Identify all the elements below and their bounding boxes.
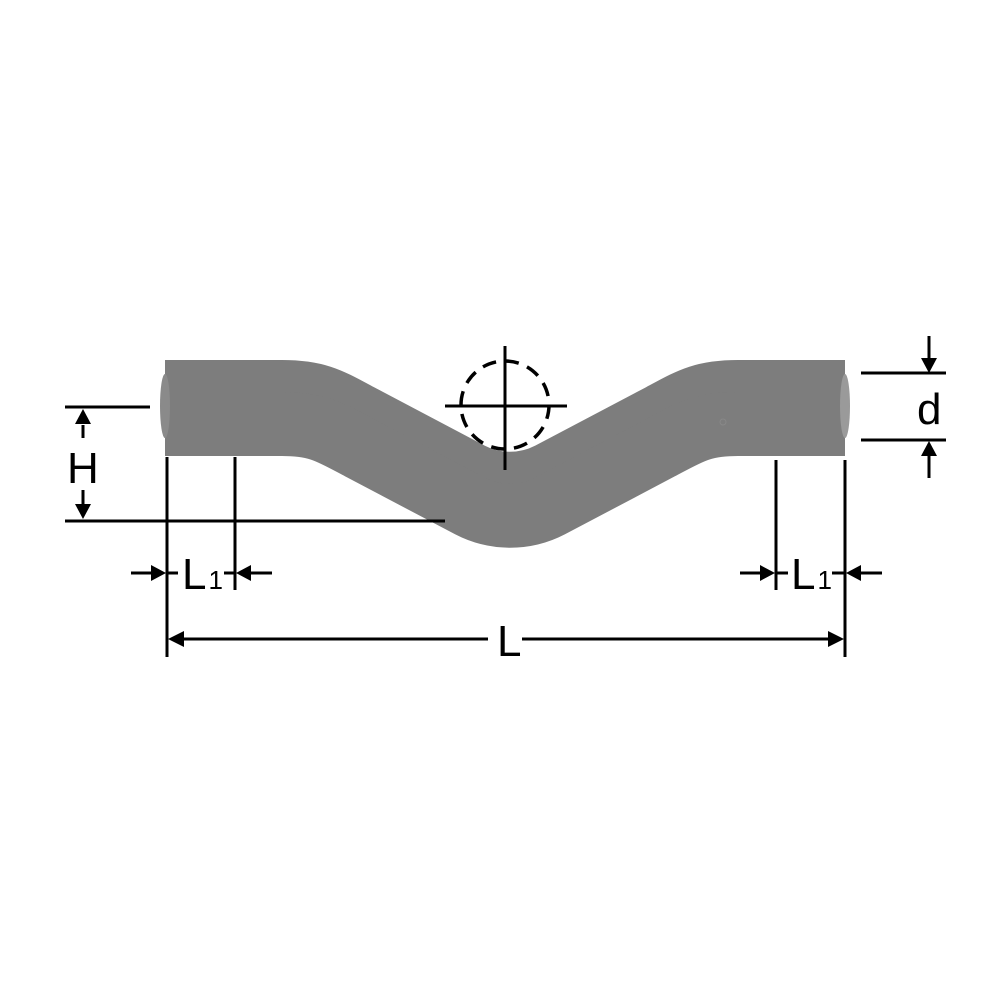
arrow-down-icon (921, 358, 937, 373)
label-l1-left-subscript: 1 (208, 565, 223, 595)
arrow-left-icon (236, 565, 251, 581)
label-d: d (917, 385, 942, 434)
pipe-end-left (160, 374, 170, 438)
label-h: H (67, 444, 99, 493)
crossing-pipe-symbol (445, 346, 567, 470)
arrow-left-icon (846, 565, 861, 581)
dimension-h (65, 405, 445, 523)
label-l1-right-subscript: 1 (817, 565, 832, 595)
pipe (165, 392, 845, 516)
arrow-down-icon (75, 504, 91, 519)
extension-lines (165, 457, 847, 657)
arrow-right-icon (828, 631, 844, 647)
label-l: L (497, 617, 522, 666)
label-l1-right-main: L (791, 550, 816, 599)
arrow-right-icon (760, 565, 775, 581)
pipe-end-right (840, 374, 850, 438)
arrow-right-icon (151, 565, 166, 581)
arrow-up-icon (75, 409, 91, 424)
label-l1-right: L1 (791, 553, 832, 597)
pipe-stamp-mark (719, 418, 727, 426)
label-l1-left: L1 (182, 553, 223, 597)
arrow-up-icon (921, 441, 937, 456)
arrow-left-icon (168, 631, 184, 647)
dimension-d (861, 336, 946, 478)
label-l1-left-main: L (182, 550, 207, 599)
